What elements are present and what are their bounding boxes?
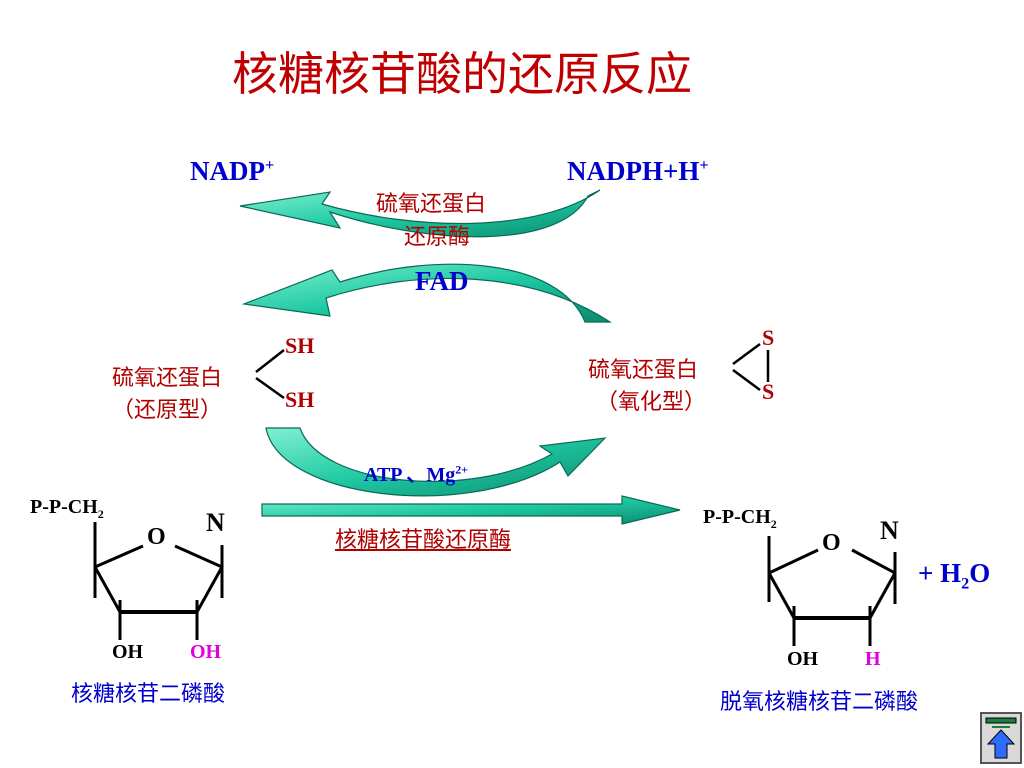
left-molecule-name: 核糖核苷二磷酸	[71, 682, 226, 707]
enzyme-thioredoxin-reductase-line2: 还原酶	[404, 225, 471, 250]
atp-mg-label: ATP 、Mg2+	[364, 462, 469, 486]
nadp-label: NADP+	[190, 156, 275, 186]
left-base-n: N	[206, 508, 225, 537]
straight-reaction-arrow	[261, 495, 681, 525]
sh-top-label: SH	[285, 333, 315, 358]
water-product: + H2O	[918, 558, 991, 593]
ribonucleotide-reductase-label: 核糖核苷酸还原酶	[335, 528, 512, 553]
enzyme-thioredoxin-reductase-line1: 硫氧还蛋白	[376, 192, 487, 217]
bond-sh-bottom	[255, 376, 285, 400]
thioredoxin-reduced-name: 硫氧还蛋白	[112, 366, 223, 391]
right-deoxyribose-ring	[767, 536, 897, 646]
home-up-arrow-icon	[985, 717, 1017, 759]
s-top-label: S	[762, 325, 775, 350]
left-pp-ch2-label: P-P-CH2	[30, 496, 104, 521]
s-bottom-label: S	[762, 379, 775, 404]
right-molecule-name: 脱氧核糖核苷二磷酸	[720, 690, 919, 715]
left-ring-oxygen: O	[147, 524, 166, 550]
bond-s-top	[732, 342, 761, 366]
right-ring-oxygen: O	[822, 530, 841, 556]
curved-arrow-to-nadp	[239, 189, 601, 238]
right-base-n: N	[880, 516, 899, 545]
bond-sh-top	[255, 349, 285, 373]
fad-label: FAD	[415, 266, 469, 296]
left-oh-2prime: OH	[112, 641, 144, 663]
home-nav-button[interactable]	[980, 712, 1022, 764]
thioredoxin-oxidized-state: （氧化型）	[596, 390, 707, 415]
sh-bottom-label: SH	[285, 387, 315, 412]
curved-arrow-bottom	[265, 427, 607, 497]
right-oh-2prime: OH	[787, 648, 819, 670]
nadph-label: NADPH+H+	[567, 156, 709, 186]
bond-s-bottom	[732, 368, 761, 392]
right-pp-ch2-label: P-P-CH2	[703, 506, 777, 531]
left-ribose-ring	[93, 522, 224, 640]
curved-arrow-to-reduced	[241, 263, 613, 323]
left-oh-3prime: OH	[190, 641, 222, 663]
page-title: 核糖核苷酸的还原反应	[232, 47, 692, 101]
thioredoxin-oxidized-name: 硫氧还蛋白	[588, 358, 699, 383]
right-h-3prime: H	[865, 648, 881, 670]
thioredoxin-reduced-state: （还原型）	[112, 398, 223, 423]
